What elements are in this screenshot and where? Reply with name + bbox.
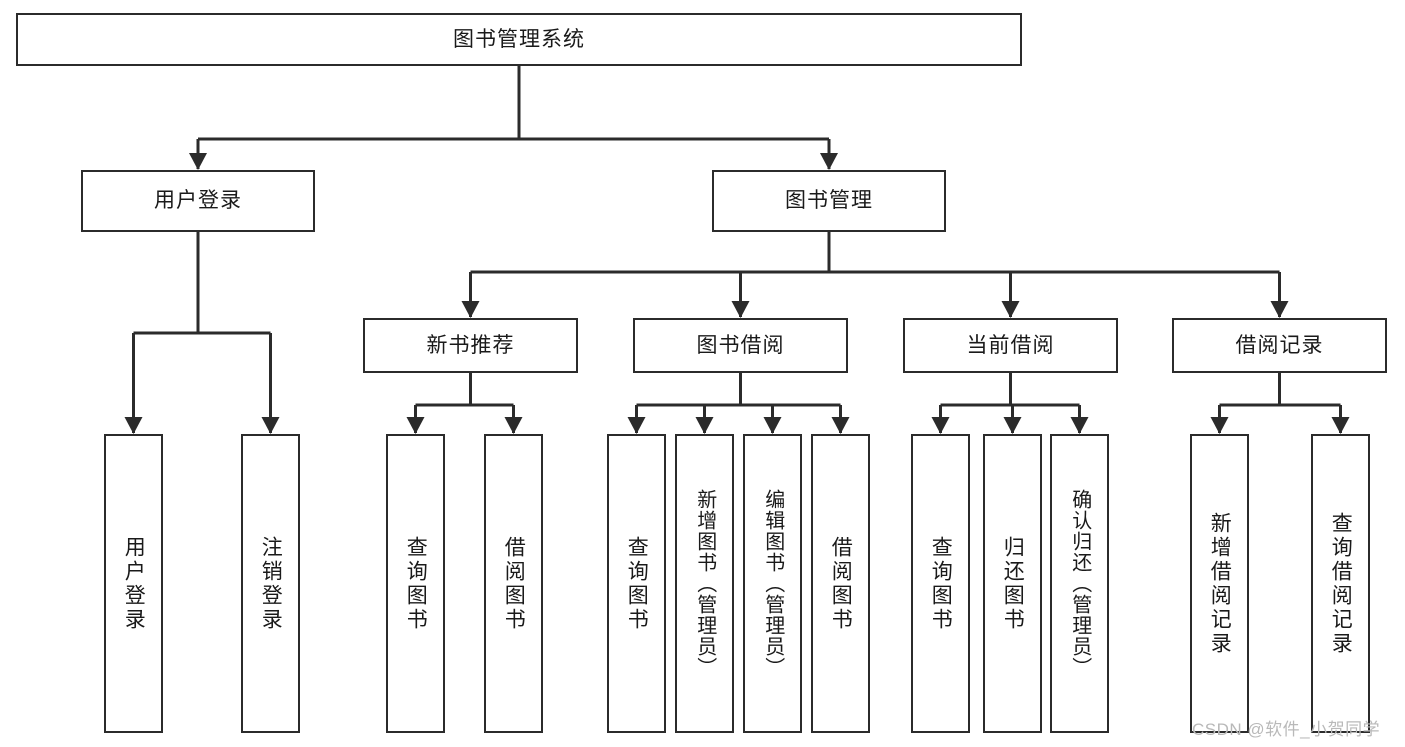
node-leaf-query-book-1[interactable]: 查询图书 [386,434,445,733]
node-leaf-user-login[interactable]: 用户登录 [104,434,163,733]
node-borrow[interactable]: 图书借阅 [633,318,848,373]
node-label: 查询图书 [929,535,953,632]
arrow-head-leaf-add-record [1210,417,1229,434]
node-records[interactable]: 借阅记录 [1172,318,1387,373]
arrow-head-leaf-user-logout [261,417,280,434]
arrow-head-leaf-edit-book [763,417,782,434]
node-label: 新增借阅记录 [1208,511,1232,656]
node-label: 借阅图书 [502,535,526,632]
node-bookmgmt[interactable]: 图书管理 [712,170,946,232]
arrow-head-current [1001,301,1020,318]
node-leaf-add-record[interactable]: 新增借阅记录 [1190,434,1249,733]
node-leaf-query-book-2[interactable]: 查询图书 [607,434,666,733]
arrow-head-leaf-confirm-return [1070,417,1089,434]
node-leaf-add-book[interactable]: 新增图书（管理员） [675,434,734,733]
node-leaf-query-record[interactable]: 查询借阅记录 [1311,434,1370,733]
node-label: 查询图书 [625,535,649,632]
arrow-head-leaf-add-book [695,417,714,434]
arrow-head-leaf-query-book-3 [931,417,950,434]
node-leaf-edit-book[interactable]: 编辑图书（管理员） [743,434,802,733]
node-label: 图书借阅 [696,333,785,357]
node-label: 图书管理 [785,189,873,213]
arrow-head-leaf-query-book-2 [627,417,646,434]
node-label: 借阅图书 [829,535,853,632]
arrow-head-leaf-borrow-book-1 [504,417,523,434]
arrow-head-leaf-query-book-1 [406,417,425,434]
arrow-head-records [1270,301,1289,318]
node-label: 图书管理系统 [453,27,585,51]
node-leaf-borrow-book-1[interactable]: 借阅图书 [484,434,543,733]
node-label: 新增图书（管理员） [693,489,716,678]
node-leaf-borrow-book-2[interactable]: 借阅图书 [811,434,870,733]
node-label: 当前借阅 [966,333,1055,357]
node-label: 查询借阅记录 [1329,511,1353,656]
arrow-head-leaf-user-login [124,417,143,434]
node-label: 编辑图书（管理员） [761,489,784,678]
arrow-head-borrow [731,301,750,318]
arrow-head-leaf-return-book [1003,417,1022,434]
node-newbook[interactable]: 新书推荐 [363,318,578,373]
node-root[interactable]: 图书管理系统 [16,13,1022,66]
node-leaf-query-book-3[interactable]: 查询图书 [911,434,970,733]
node-label: 确认归还（管理员） [1068,489,1091,678]
watermark-text: CSDN @软件_小贺同学 [1192,720,1381,739]
arrow-head-login [189,153,207,170]
node-current[interactable]: 当前借阅 [903,318,1118,373]
node-label: 归还图书 [1001,535,1025,632]
node-label: 新书推荐 [426,333,515,357]
node-label: 用户登录 [122,535,146,632]
arrow-head-newbook [461,301,480,318]
node-label: 注销登录 [259,535,283,632]
node-label: 用户登录 [154,189,242,213]
node-leaf-return-book[interactable]: 归还图书 [983,434,1042,733]
arrow-head-leaf-query-record [1331,417,1350,434]
node-label: 查询图书 [404,535,428,632]
arrow-head-leaf-borrow-book-2 [831,417,850,434]
node-leaf-user-logout[interactable]: 注销登录 [241,434,300,733]
arrow-head-bookmgmt [820,153,838,170]
node-leaf-confirm-return[interactable]: 确认归还（管理员） [1050,434,1109,733]
node-label: 借阅记录 [1235,333,1324,357]
node-login[interactable]: 用户登录 [81,170,315,232]
